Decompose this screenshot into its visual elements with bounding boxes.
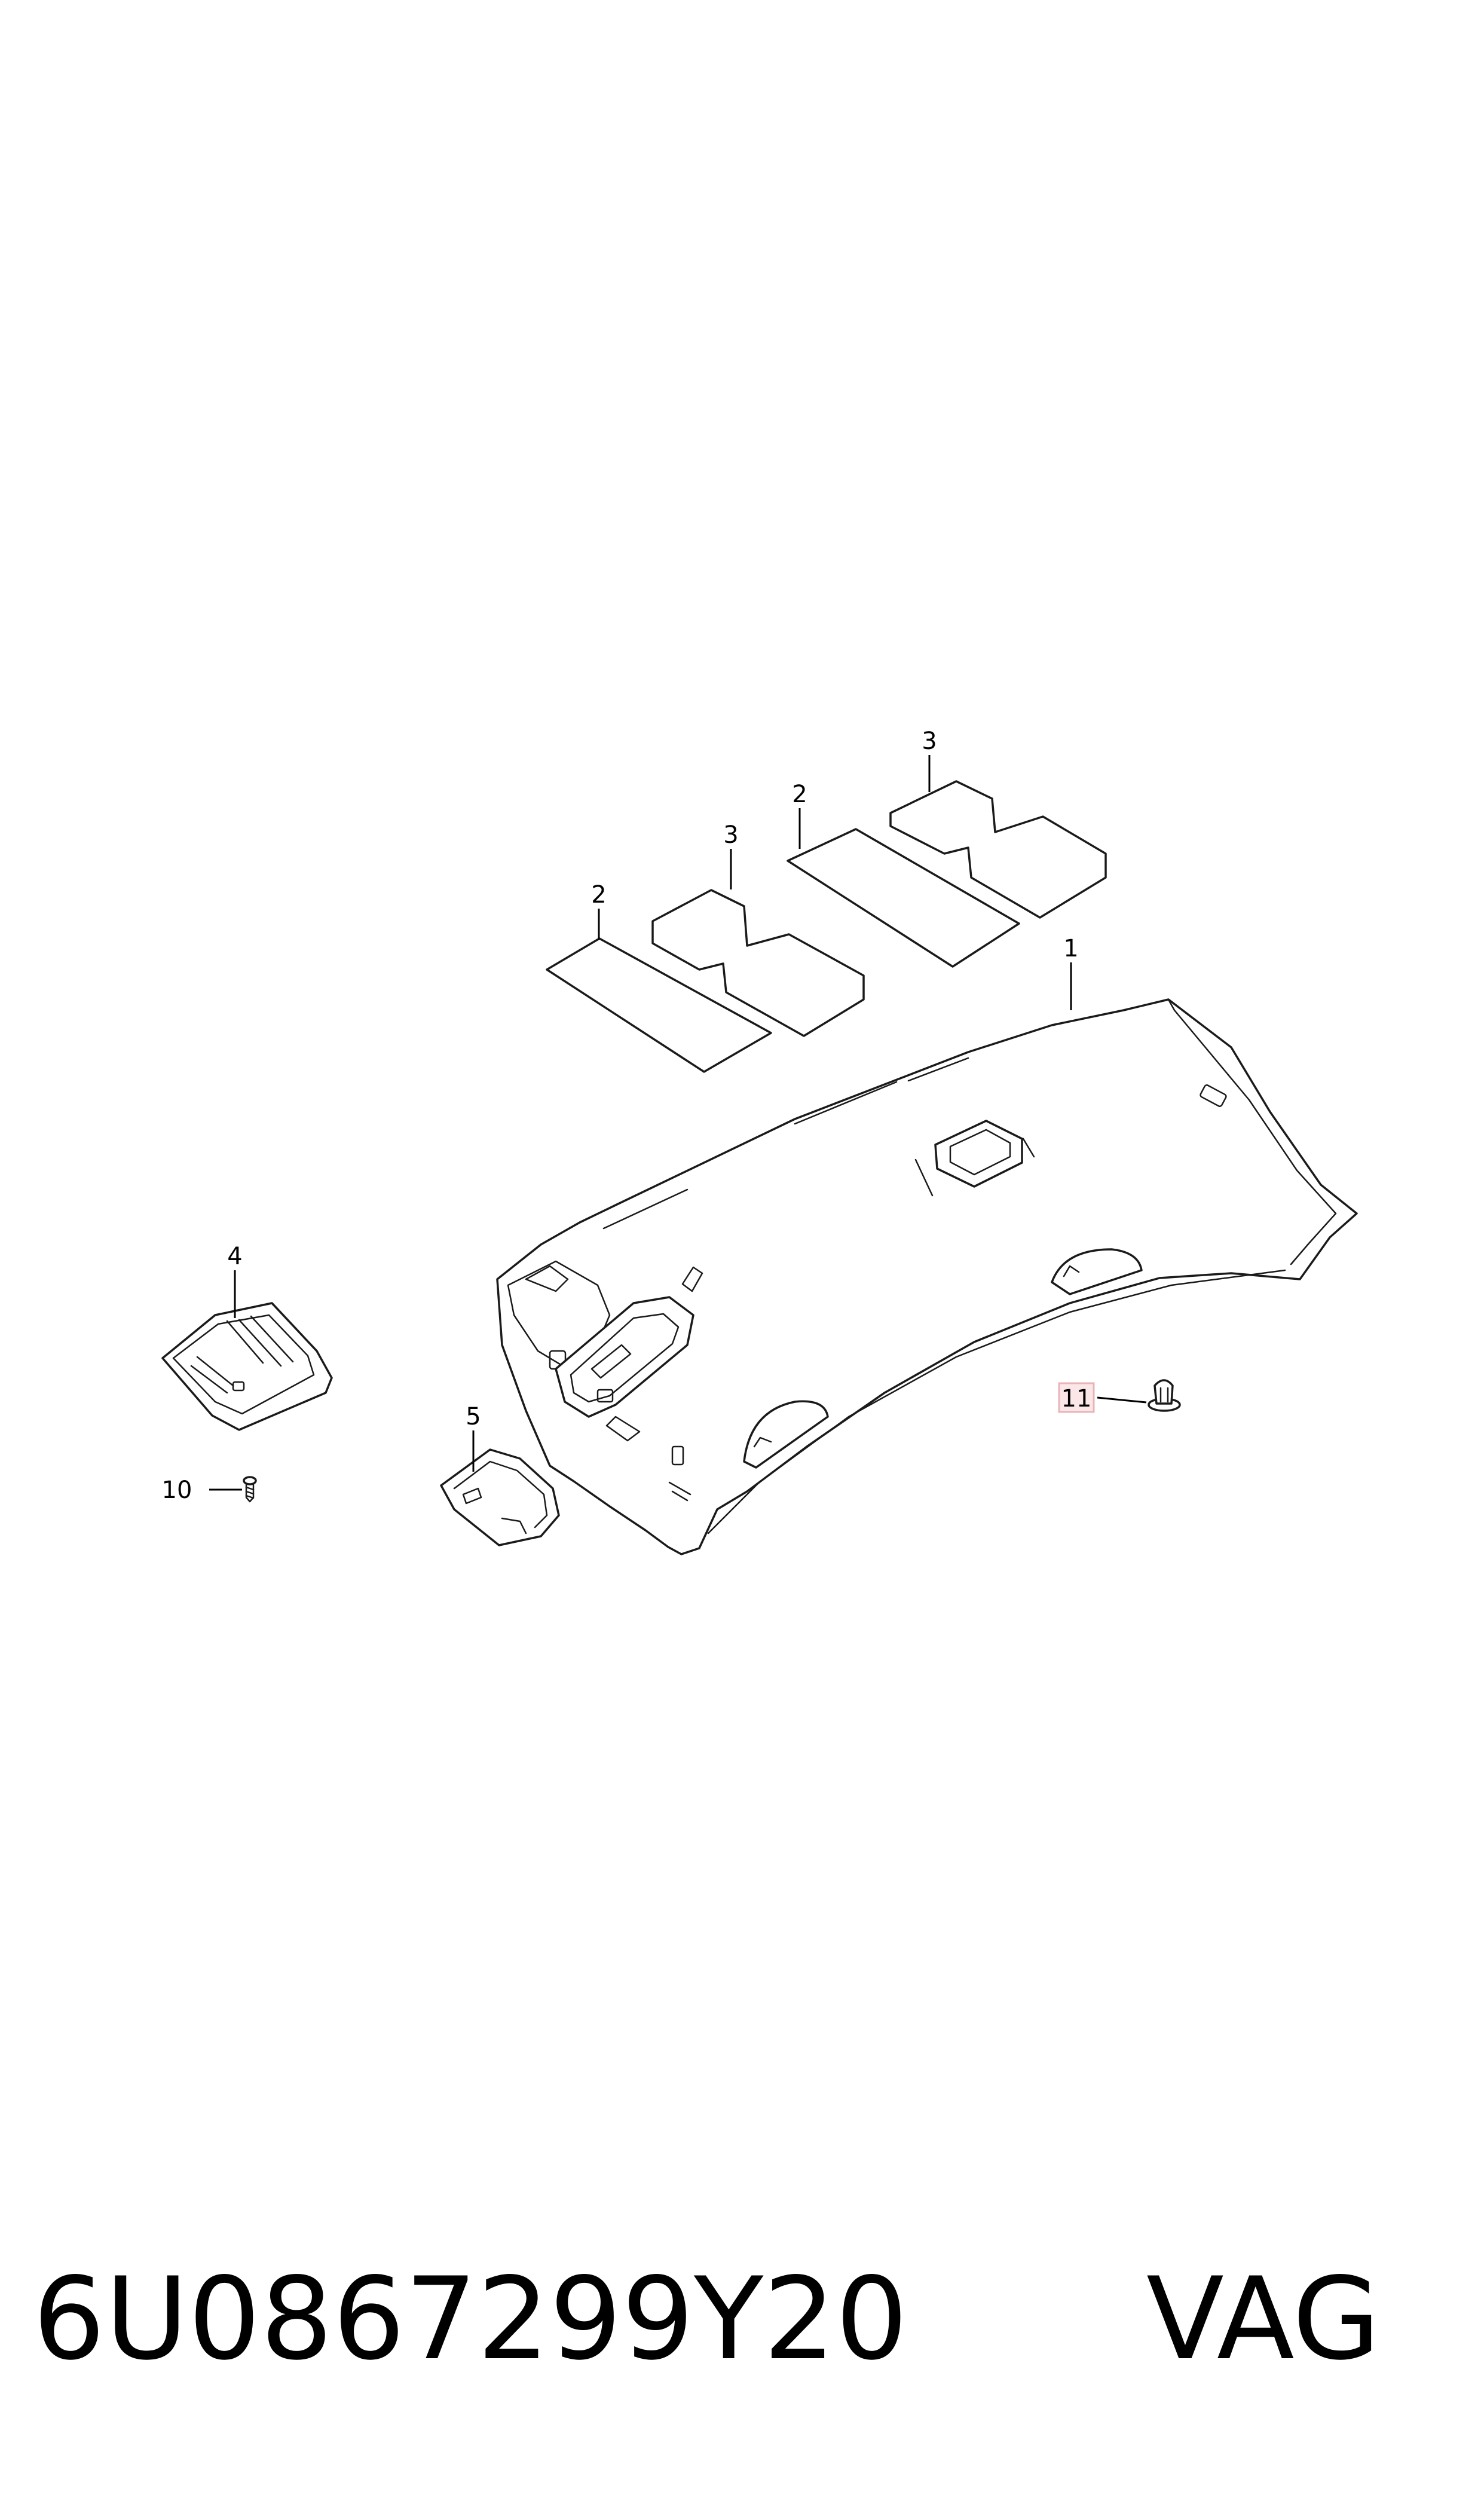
callout-4: 4 bbox=[227, 1243, 242, 1270]
cover-trim bbox=[440, 1448, 560, 1546]
headliner-handle-recess-front bbox=[743, 1400, 829, 1469]
callout-10: 10 bbox=[162, 1476, 192, 1504]
sound-pad-3-front bbox=[651, 889, 865, 1037]
callout-11: 11 bbox=[1061, 1385, 1092, 1413]
headliner bbox=[496, 998, 1358, 1555]
sound-pad-2-front bbox=[546, 937, 772, 1073]
console-housing bbox=[161, 1302, 333, 1431]
callout-2-rear: 2 bbox=[792, 781, 807, 808]
leader-11 bbox=[1097, 1396, 1147, 1404]
clip-icon bbox=[1148, 1379, 1181, 1412]
brand-label: VAG bbox=[1146, 2253, 1381, 2385]
callout-11-highlight bbox=[1058, 1382, 1095, 1413]
sound-pad-3-rear bbox=[889, 780, 1107, 919]
headliner-overhead-console bbox=[555, 1296, 694, 1418]
callout-2-front: 2 bbox=[591, 881, 606, 909]
callout-5: 5 bbox=[466, 1403, 481, 1430]
callout-3-rear: 3 bbox=[922, 727, 937, 755]
headliner-handle-recess-rear bbox=[1051, 1248, 1143, 1295]
callout-1: 1 bbox=[1063, 935, 1078, 962]
screw-icon bbox=[243, 1476, 257, 1503]
sound-pad-2-rear bbox=[787, 828, 1020, 968]
callout-3-front: 3 bbox=[723, 821, 738, 849]
part-number: 6U0867299Y20 bbox=[33, 2253, 908, 2385]
